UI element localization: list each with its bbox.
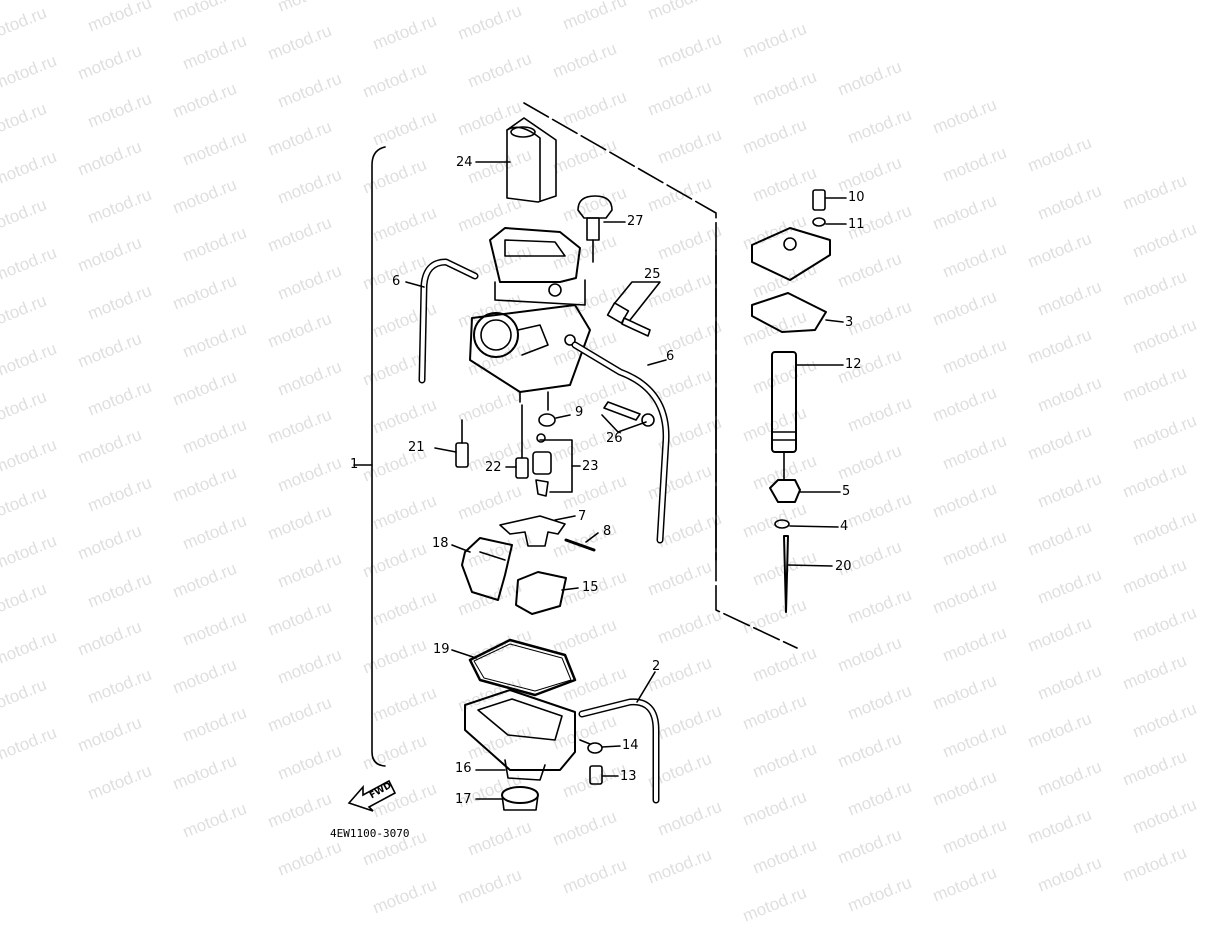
part-25-screw bbox=[606, 281, 661, 337]
part-26-screw bbox=[601, 401, 655, 433]
part-21-jet bbox=[434, 419, 469, 468]
label-24: 24 bbox=[456, 155, 473, 170]
part-22-jet bbox=[505, 404, 529, 479]
part-7-float-arm bbox=[499, 515, 576, 547]
label-9: 9 bbox=[575, 405, 584, 420]
part-6-hose-left bbox=[405, 258, 479, 384]
label-3: 3 bbox=[845, 315, 854, 330]
label-4: 4 bbox=[840, 519, 849, 534]
part-24-cap-sleeve bbox=[475, 117, 557, 203]
label-23: 23 bbox=[582, 459, 599, 474]
label-17: 17 bbox=[455, 792, 472, 807]
label-7: 7 bbox=[578, 509, 587, 524]
label-10: 10 bbox=[848, 190, 865, 205]
label-2: 2 bbox=[652, 659, 661, 674]
label-6-right: 6 bbox=[666, 349, 675, 364]
part-6-hose-right bbox=[571, 341, 670, 544]
part-17-drain-plug bbox=[475, 769, 539, 811]
label-26: 26 bbox=[606, 431, 623, 446]
part-19-gasket bbox=[451, 638, 577, 697]
throttle-cap bbox=[751, 227, 831, 281]
label-16: 16 bbox=[455, 761, 472, 776]
part-27-plunger bbox=[577, 195, 626, 263]
part-5-clip-holder bbox=[769, 479, 841, 503]
label-19: 19 bbox=[433, 642, 450, 657]
forward-arrow-icon bbox=[347, 779, 397, 812]
part-8-pin bbox=[564, 532, 599, 552]
part-code: 4EW1100-3070 bbox=[330, 827, 410, 840]
part-2-hose bbox=[578, 671, 660, 804]
label-25: 25 bbox=[644, 267, 661, 282]
label-1: 1 bbox=[350, 457, 359, 472]
label-5: 5 bbox=[842, 484, 851, 499]
label-18: 18 bbox=[432, 536, 449, 551]
float-bowl bbox=[464, 689, 576, 781]
label-21: 21 bbox=[408, 440, 425, 455]
part-20-needle bbox=[783, 535, 833, 613]
label-8: 8 bbox=[603, 524, 612, 539]
label-27: 27 bbox=[627, 214, 644, 229]
label-11: 11 bbox=[848, 217, 865, 232]
label-22: 22 bbox=[485, 460, 502, 475]
part-10-screw bbox=[812, 189, 847, 211]
part-4-clip bbox=[774, 519, 839, 529]
label-15: 15 bbox=[582, 580, 599, 595]
label-6-left: 6 bbox=[392, 274, 401, 289]
label-13: 13 bbox=[620, 769, 637, 784]
part-3-gasket bbox=[751, 292, 844, 333]
part-15-float bbox=[515, 571, 579, 615]
label-12: 12 bbox=[845, 357, 862, 372]
label-14: 14 bbox=[622, 738, 639, 753]
carburetor-body bbox=[469, 227, 591, 411]
assembly-bracket bbox=[371, 146, 386, 767]
part-13-screw bbox=[589, 765, 619, 785]
group-outline bbox=[523, 102, 798, 649]
part-12-throttle-valve bbox=[771, 351, 844, 481]
part-9-washer bbox=[536, 413, 571, 443]
part-23-jet-holder bbox=[532, 439, 581, 497]
part-18-float bbox=[451, 537, 513, 601]
part-11-washer bbox=[812, 217, 847, 227]
label-20: 20 bbox=[835, 559, 852, 574]
part-14-washer bbox=[579, 739, 621, 754]
